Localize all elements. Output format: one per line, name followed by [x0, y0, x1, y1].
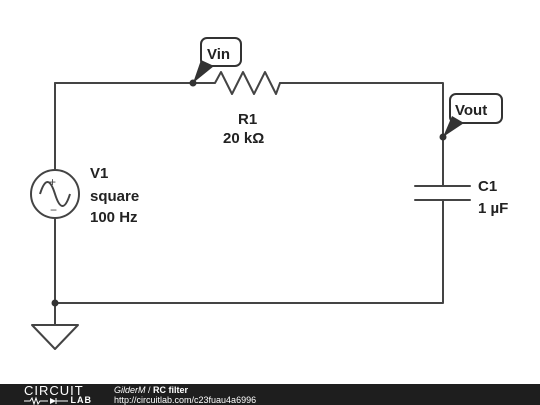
resistor-name: R1 [238, 111, 257, 128]
sine-wave-icon [39, 181, 71, 207]
voltage-source-v1[interactable]: + − [30, 169, 80, 219]
probe-vout[interactable]: Vout [443, 93, 503, 137]
ground-symbol [31, 324, 79, 350]
resistor-r1[interactable] [204, 71, 291, 95]
wire-top-right [279, 82, 444, 187]
resistor-value: 20 kΩ [223, 130, 264, 147]
circuitlab-logo[interactable]: CIRCUIT LAB [24, 384, 94, 405]
circuit-title[interactable]: RC filter [153, 385, 189, 395]
probe-vin-label: Vin [207, 46, 230, 63]
title-separator: / [145, 385, 154, 395]
logo-text-lab: LAB [70, 395, 92, 405]
footer-meta: GilderM / RC filter http://circuitlab.co… [114, 385, 256, 405]
probe-vout-label: Vout [455, 102, 487, 119]
circuit-url[interactable]: http://circuitlab.com/c23fuau4a6996 [114, 395, 257, 405]
logo-text-circuit: CIRCUIT [24, 383, 84, 398]
footer-bar: CIRCUIT LAB GilderM / RC filter http://c… [0, 384, 540, 405]
logo-circuit-icon [24, 396, 68, 405]
junction-ground [51, 299, 59, 307]
capacitor-value: 1 µF [478, 200, 508, 217]
minus-sign: − [50, 203, 57, 217]
rc-filter-schematic: + − Vin Vout R1 20 kΩ V1 square 100 Hz C… [30, 37, 508, 350]
wire-right-bottom [54, 199, 444, 304]
source-frequency: 100 Hz [90, 209, 138, 226]
capacitor-name: C1 [478, 178, 497, 195]
plus-sign: + [49, 175, 56, 189]
source-waveform: square [90, 188, 139, 205]
author-link[interactable]: GilderM [114, 385, 146, 395]
source-name: V1 [90, 165, 108, 182]
probe-vin[interactable]: Vin [193, 37, 242, 83]
